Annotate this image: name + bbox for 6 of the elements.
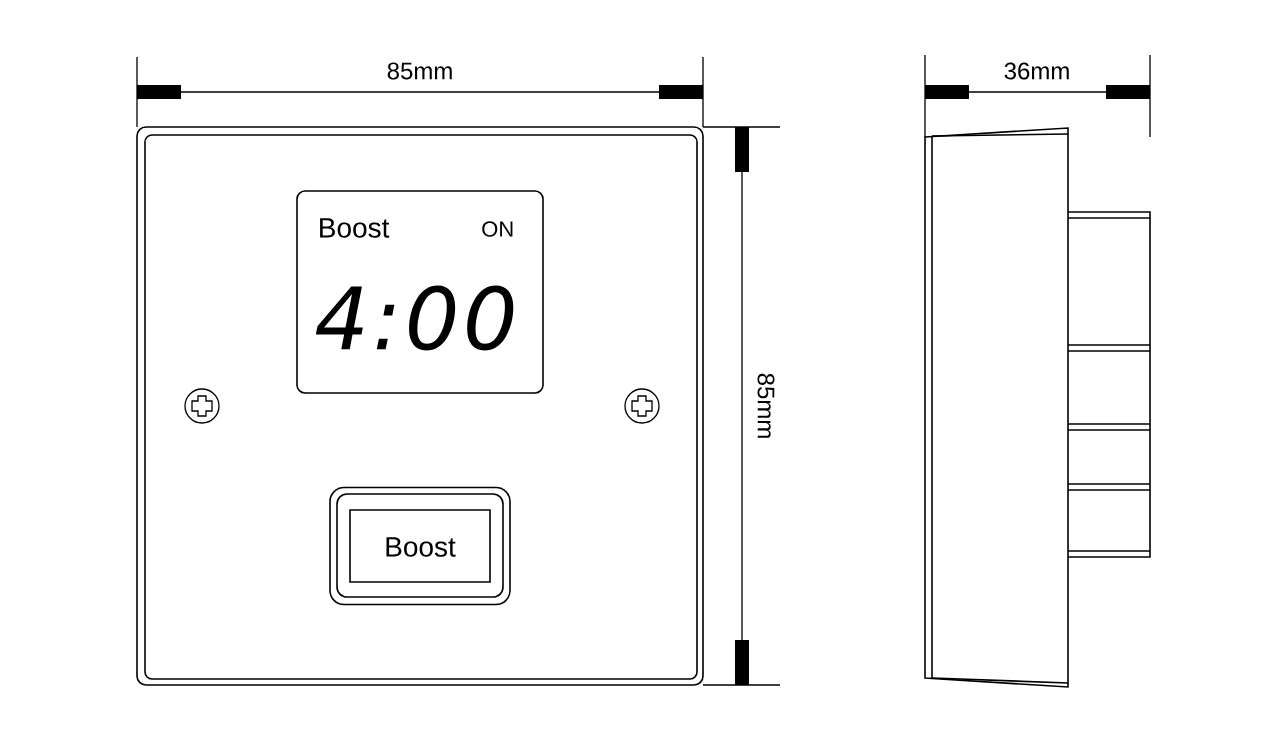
boost-button: Boost [329,486,511,606]
dimension-label: 85mm [757,373,775,438]
dimension-label: 36mm [1004,62,1069,80]
dimension-label: 85mm [387,62,452,80]
display-screen: Boost ON 4:00 [296,190,544,394]
faceplate [136,126,704,686]
